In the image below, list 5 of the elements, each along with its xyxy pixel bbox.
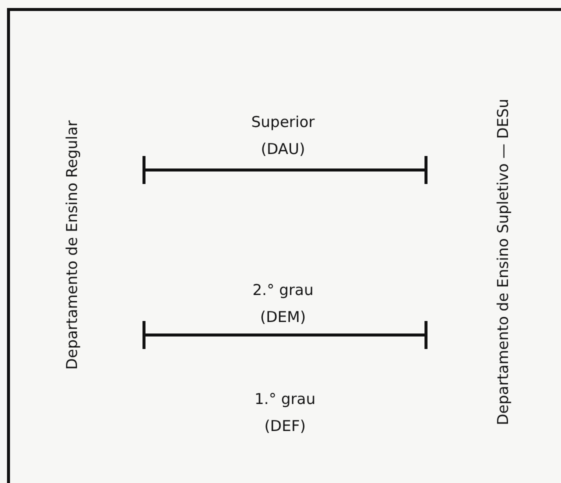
level-label: 1.° grau (DEF) [254, 389, 316, 437]
department-label: Departamento de Ensino Supletivo — DESu [493, 98, 513, 426]
department-label: Departamento de Ensino Regular [62, 120, 82, 370]
level-label: 2.° grau (DEM) [252, 280, 314, 328]
level-label: Superior (DAU) [250, 112, 316, 160]
